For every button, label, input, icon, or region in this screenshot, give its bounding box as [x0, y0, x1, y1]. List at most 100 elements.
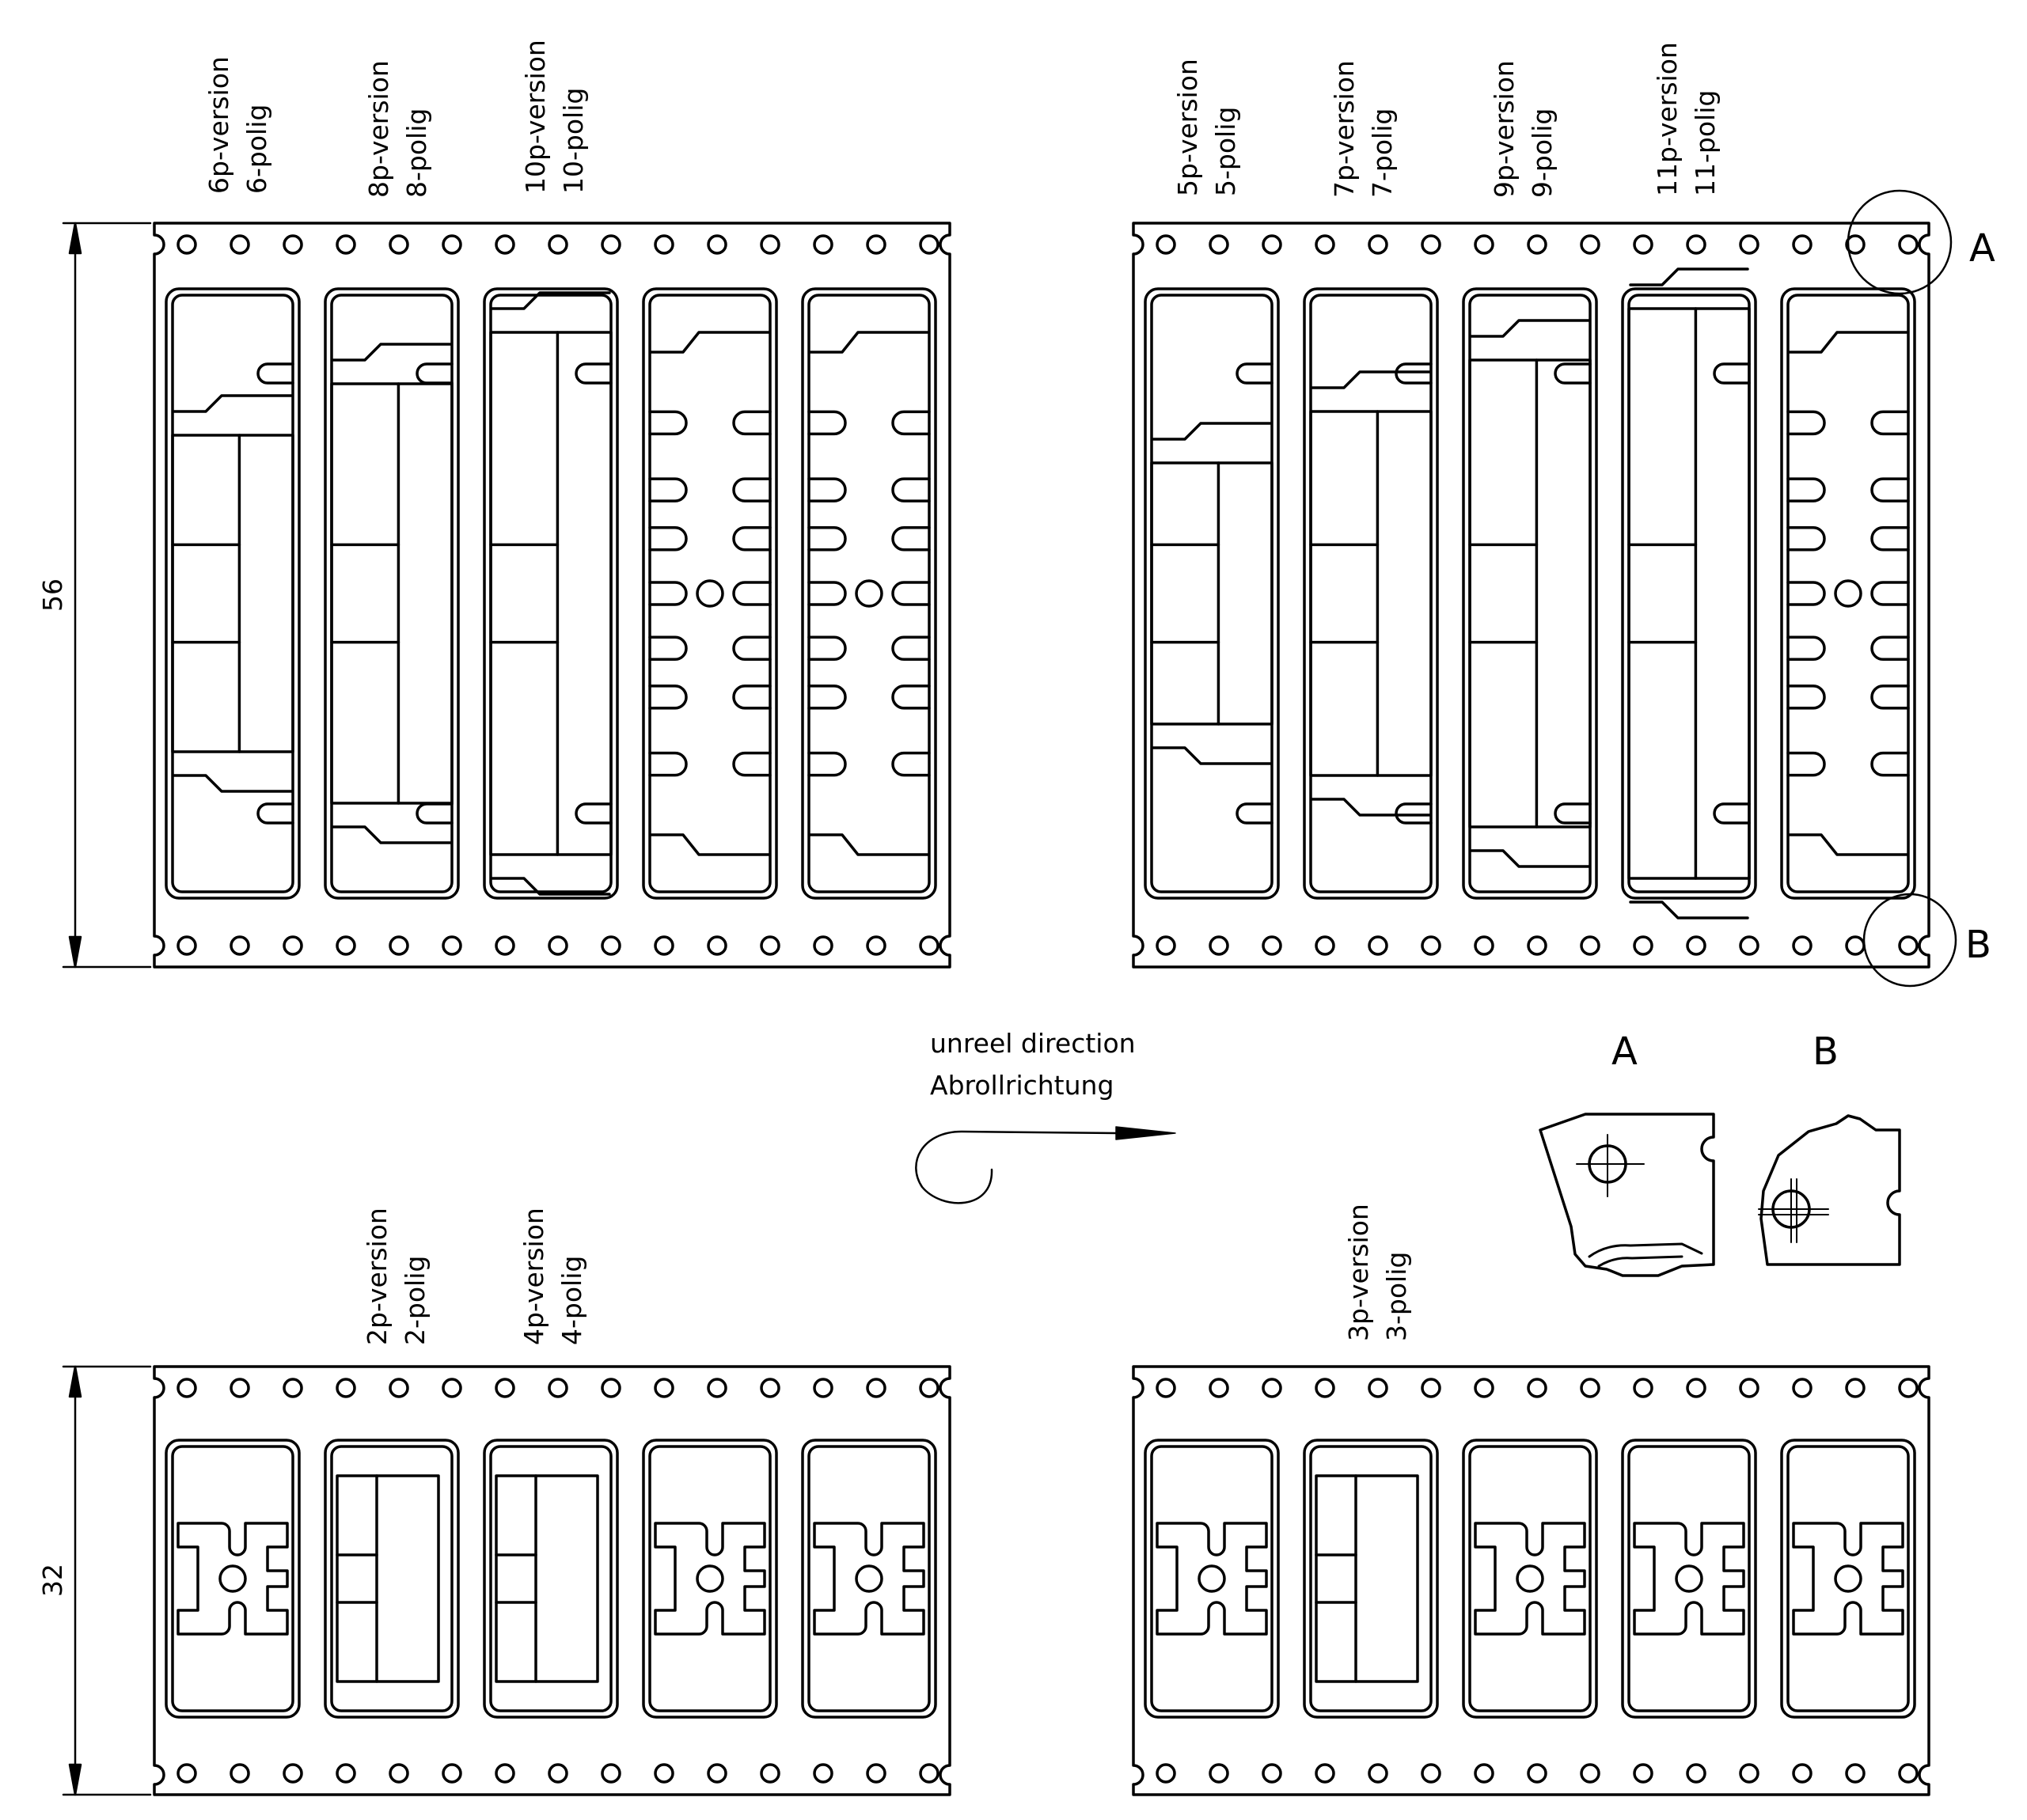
- sprocket-hole: [1315, 1763, 1335, 1784]
- sprocket-hole: [495, 234, 515, 255]
- sprocket-hole: [1633, 1378, 1653, 1398]
- pocket-outline: [165, 1439, 301, 1719]
- sprocket-hole: [866, 935, 886, 956]
- connector-body: [171, 434, 294, 753]
- pocket-center-hole: [1516, 1564, 1544, 1593]
- sprocket-holes-top: [177, 1378, 939, 1398]
- sprocket-hole: [1845, 935, 1866, 956]
- pocket-shoulder: [1788, 833, 1908, 856]
- pocket-finger-left: [807, 477, 847, 502]
- sprocket-hole: [760, 1763, 780, 1784]
- sprocket-hole: [1209, 1763, 1229, 1784]
- pocket-finger-right: [575, 802, 613, 825]
- sprocket-hole: [707, 935, 727, 956]
- sprocket-hole: [1474, 1378, 1494, 1398]
- pocket-finger-right: [416, 362, 454, 385]
- pocket-finger-right: [732, 525, 772, 552]
- pocket-outline: [1303, 287, 1439, 900]
- sprocket-hole: [866, 1378, 886, 1398]
- pocket-finger-right: [1713, 362, 1751, 385]
- pocket-finger-left: [807, 410, 847, 436]
- sprocket-hole: [1421, 935, 1441, 956]
- sprocket-hole: [389, 935, 409, 956]
- sprocket-hole: [1898, 935, 1919, 956]
- label-8p-en: 8p-version: [363, 60, 394, 198]
- label-4p-de: 4-polig: [556, 1256, 587, 1345]
- pocket-inner: [489, 294, 613, 893]
- sprocket-hole: [1474, 935, 1494, 956]
- sprocket-hole: [1686, 935, 1706, 956]
- pocket-shoulder: [809, 331, 929, 354]
- detail-circle-a: [1847, 189, 1953, 295]
- sprocket-hole: [495, 1763, 515, 1784]
- tape-outline: [153, 222, 951, 969]
- label-11p-en: 11p-version: [1652, 42, 1683, 196]
- unreel-label-en: unreel direction: [930, 1028, 1136, 1059]
- label-11p-de: 11-polig: [1690, 90, 1721, 196]
- sprocket-holes-bottom: [177, 935, 939, 956]
- pocket-outline: [324, 1439, 460, 1719]
- sprocket-hole: [1633, 1763, 1653, 1784]
- sprocket-hole: [1580, 234, 1600, 255]
- pocket-finger-right: [1554, 362, 1592, 385]
- sprocket-hole: [1845, 234, 1866, 255]
- sprocket-hole: [919, 935, 939, 956]
- sprocket-hole: [1580, 1378, 1600, 1398]
- tape-top-left: 56 6p-version 6-polig 8p-version 8-polig…: [37, 40, 951, 969]
- pocket-inner: [807, 1445, 931, 1712]
- pocket-center-hole: [1675, 1564, 1703, 1593]
- sprocket-hole: [1315, 1378, 1335, 1398]
- pocket-finger-right: [1870, 581, 1910, 606]
- sprocket-hole: [283, 1378, 303, 1398]
- pocket-shoulder: [491, 877, 611, 896]
- sprocket-hole: [813, 1378, 833, 1398]
- label-7p-en: 7p-version: [1329, 60, 1360, 198]
- pocket-finger-left: [1786, 751, 1826, 777]
- sprocket-hole: [1633, 234, 1653, 255]
- connector-body: [1150, 461, 1274, 726]
- pocket-finger-left: [1786, 525, 1826, 552]
- pocket-finger-right: [1395, 802, 1433, 825]
- sprocket-hole: [336, 234, 356, 255]
- pocket-shoulder: [1629, 267, 1749, 286]
- pocket-finger-right: [891, 581, 931, 606]
- pocket-center-hole: [1834, 1564, 1862, 1593]
- connector-body: [489, 331, 613, 856]
- pocket-outline: [1462, 1439, 1598, 1719]
- sprocket-hole: [283, 1763, 303, 1784]
- pocket-outline: [1621, 1439, 1757, 1719]
- sprocket-hole: [1527, 935, 1547, 956]
- sprocket-hole: [177, 1378, 197, 1398]
- pocket-inner: [648, 1445, 772, 1712]
- pocket-finger-left: [807, 581, 847, 606]
- sprocket-hole: [1845, 1378, 1866, 1398]
- pocket-finger-right: [1870, 410, 1910, 436]
- sprocket-hole: [866, 1763, 886, 1784]
- sprocket-hole: [1739, 1763, 1759, 1784]
- detail-mark-b: B: [1965, 923, 1991, 967]
- pocket-inner: [1786, 1445, 1910, 1712]
- pocket-outline: [1621, 287, 1757, 900]
- pocket-outline: [1144, 287, 1280, 900]
- pockets: [1144, 1439, 1916, 1719]
- sprocket-hole: [1209, 1378, 1229, 1398]
- sprocket-hole: [230, 1378, 250, 1398]
- pocket-inner: [1786, 294, 1910, 893]
- pocket-finger-right: [891, 477, 931, 502]
- label-9p-en: 9p-version: [1489, 60, 1520, 198]
- pocket-finger-left: [1786, 581, 1826, 606]
- sprocket-hole: [919, 1763, 939, 1784]
- pocket-center-hole: [218, 1564, 247, 1593]
- detail-a-outline: [1539, 1113, 1715, 1277]
- pocket-cavity: [1633, 1522, 1745, 1636]
- sprocket-hole: [1898, 1378, 1919, 1398]
- pocket-center-hole: [855, 579, 883, 608]
- pocket-finger-right: [256, 362, 294, 385]
- sprocket-hole: [389, 1378, 409, 1398]
- sprocket-hole: [1898, 234, 1919, 255]
- tape-outline: [1132, 1365, 1930, 1796]
- detail-title-a: A: [1611, 1029, 1638, 1074]
- sprocket-hole: [1898, 1763, 1919, 1784]
- sprocket-hole: [1845, 1763, 1866, 1784]
